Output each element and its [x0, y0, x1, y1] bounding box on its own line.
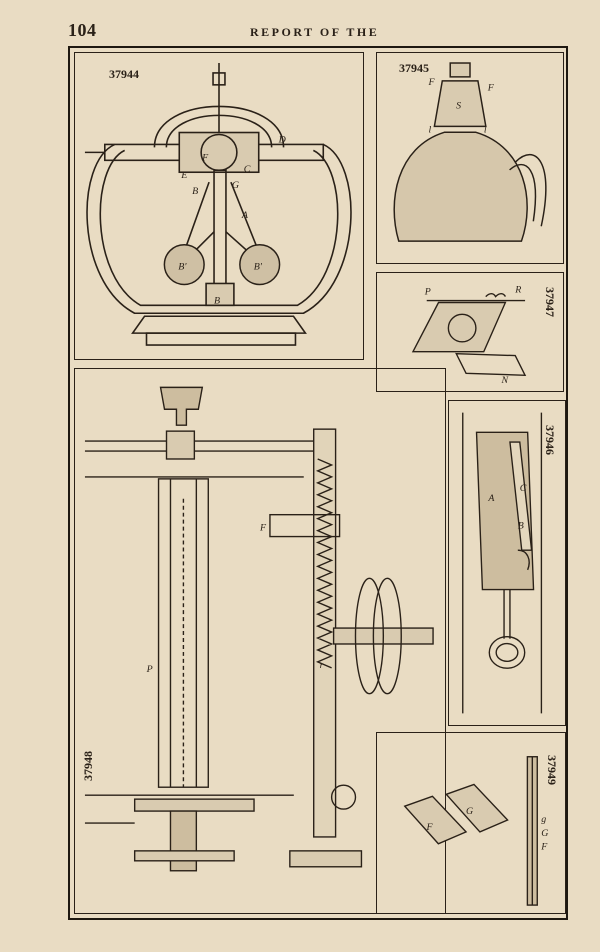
letter: F	[201, 152, 209, 163]
letter: F	[427, 77, 435, 88]
figure-37945: 37945 F F S l l	[376, 52, 564, 264]
letter: N	[500, 375, 509, 386]
governor-drawing: F D E C G B A B' B' B	[84, 62, 352, 346]
letter: B	[192, 186, 198, 197]
figure-37948: 37948 F P r	[74, 368, 446, 914]
figure-number: 37944	[109, 67, 139, 81]
bottle-drawing: F F S l l	[393, 62, 547, 242]
letter: B	[214, 295, 220, 306]
letter: A	[241, 210, 249, 221]
letter: C	[244, 164, 251, 175]
letter: P	[424, 287, 431, 298]
letter: F	[540, 842, 548, 853]
letter: F	[425, 822, 433, 833]
letter: E	[180, 170, 187, 181]
letter: B'	[254, 262, 263, 273]
figure-number: 37945	[399, 61, 429, 75]
letter: R	[514, 285, 521, 296]
running-head: REPORT OF THE	[250, 25, 380, 39]
hook-drawing: C B A	[462, 412, 543, 714]
letter: C	[520, 483, 527, 494]
letter: A	[487, 493, 495, 504]
letter: r	[320, 660, 324, 671]
letter: F	[259, 523, 267, 534]
letter: G	[541, 828, 548, 839]
letter: P	[146, 664, 153, 675]
letter: D	[278, 134, 287, 145]
letter: S	[456, 101, 461, 112]
letter: l	[484, 124, 487, 135]
letter: G	[466, 806, 473, 817]
machine-drawing: F P r	[84, 386, 434, 872]
letter: F	[487, 83, 495, 94]
plate-frame	[68, 46, 568, 920]
figure-37947: 37947 P R N	[376, 272, 564, 392]
figure-37946: 37946 C B A	[448, 400, 566, 726]
letter: G	[232, 180, 239, 191]
page-header: 104 REPORT OF THE	[0, 20, 600, 44]
buckle-drawing: F G g G F	[403, 756, 548, 906]
figure-37944: 37944 F D E C G B A	[74, 52, 364, 360]
page-number: 104	[68, 20, 97, 40]
letter: B'	[178, 262, 187, 273]
letter: B	[518, 521, 524, 532]
figure-37949: 37949 F G g G F	[376, 732, 566, 914]
clip-drawing: P R N	[411, 285, 527, 386]
letter: l	[428, 124, 431, 135]
letter: g	[541, 814, 546, 825]
